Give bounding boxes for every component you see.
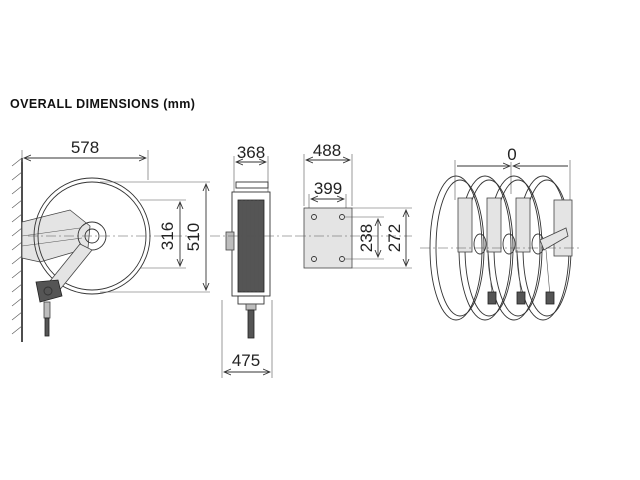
dimension-label-578: 578	[71, 138, 99, 157]
mounting-hole	[311, 256, 317, 262]
hose-fitting	[43, 301, 51, 319]
multi-reel-view: 0	[420, 145, 580, 321]
dimension-label-272: 272	[385, 224, 404, 252]
side-view: 578 316 510	[11, 138, 210, 342]
wall-hatch	[11, 157, 23, 335]
front-view: 368 475	[210, 143, 296, 378]
dimension-label-488: 488	[313, 141, 341, 160]
end-bracket	[553, 199, 573, 257]
dimension-label-316: 316	[158, 222, 177, 250]
front-hose-end	[247, 309, 255, 339]
dimension-label-0: 0	[507, 145, 516, 164]
dimension-label-475: 475	[232, 351, 260, 370]
dimension-label-399: 399	[314, 179, 342, 198]
hose-guide-roller	[35, 279, 63, 303]
page-title: OVERALL DIMENSIONS (mm)	[10, 97, 196, 111]
mounting-hole	[311, 214, 317, 220]
hose-drum	[237, 199, 265, 293]
dimension-label-510: 510	[184, 223, 203, 251]
bracket-view: 488 399 238 272	[296, 141, 412, 269]
dimension-label-238: 238	[357, 224, 376, 252]
dimension-label-368: 368	[237, 143, 265, 162]
